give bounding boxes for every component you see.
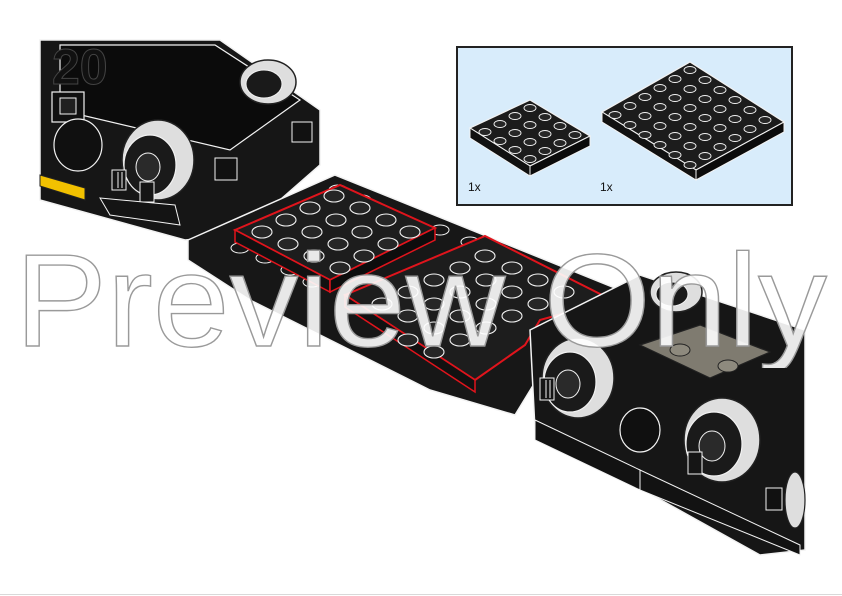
- part-quantity-plate-4x4: 1x: [468, 180, 481, 194]
- part-plate-4x4: [468, 99, 592, 177]
- rear-wheel-right: [683, 397, 761, 483]
- watermark-text: Preview Only: [15, 228, 827, 368]
- parts-callout: 1x 1x: [456, 46, 793, 206]
- step-number: 20: [52, 39, 109, 95]
- front-chassis-section: [39, 39, 321, 241]
- preview-watermark: Preview Only: [14, 228, 827, 368]
- rear-chassis-section: [529, 271, 806, 556]
- page-footer-rule: [0, 594, 842, 595]
- parts-illustration: [468, 61, 786, 181]
- front-wheel: [121, 119, 195, 201]
- rear-wheel-top: [239, 59, 297, 105]
- added-plate-4x4: [232, 183, 438, 294]
- part-quantity-plate-6x6: 1x: [600, 180, 613, 194]
- part-plate-6x6: [600, 61, 786, 181]
- rear-wheel-top: [649, 271, 703, 313]
- added-plate-6x6: [342, 234, 615, 394]
